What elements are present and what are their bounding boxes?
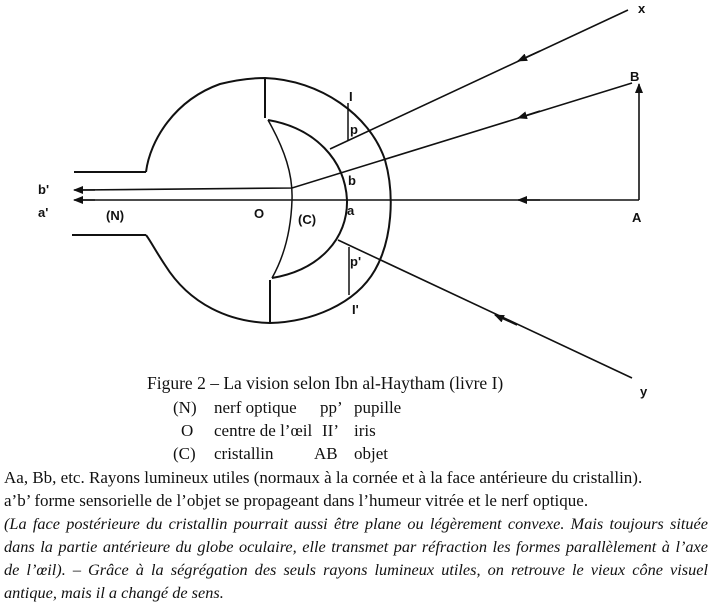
eye-diagram: x B b' a' (N) O (C) a b A I p p' I' y	[38, 1, 648, 399]
ray-y	[337, 239, 633, 379]
eye-globe	[145, 76, 392, 325]
lens-back	[267, 119, 293, 279]
legend-description: pupille	[354, 398, 402, 417]
ray-y-arrow	[494, 314, 518, 326]
caption-italic-line: dans la partie antérieure du globe ocula…	[4, 537, 708, 556]
legend-symbol: AB	[314, 444, 338, 463]
legend-symbol: II’	[322, 421, 339, 440]
caption-italic-line: (La face postérieure du cristallin pourr…	[4, 514, 708, 533]
label-p-prime: p'	[350, 254, 361, 269]
label-b: b	[348, 173, 356, 188]
label-C: (C)	[298, 212, 316, 227]
legend-symbol: (N)	[173, 398, 197, 417]
ray-x-arrow	[517, 50, 541, 62]
caption-italic-line: de l’œil). – Grâce à la ségrégation des …	[4, 560, 708, 579]
label-p: p	[350, 122, 358, 137]
legend-symbol: pp’	[320, 398, 343, 417]
legend-symbol: O	[181, 421, 194, 440]
label-I: I	[349, 89, 353, 104]
label-B: B	[630, 69, 639, 84]
label-a: a	[347, 203, 355, 218]
ray-x	[329, 9, 629, 150]
legend-symbol: (C)	[173, 444, 196, 463]
caption-line: Aa, Bb, etc. Rayons lumineux utiles (nor…	[4, 468, 643, 487]
figure-caption-title: Figure 2 – La vision selon Ibn al-Haytha…	[147, 373, 504, 393]
legend-description: objet	[354, 444, 388, 463]
label-N: (N)	[106, 208, 124, 223]
label-y: y	[640, 384, 648, 399]
label-A: A	[632, 210, 642, 225]
caption-italic-line: antique, mais il a changé de sens.	[4, 583, 224, 602]
caption-line: a’b’ forme sensorielle de l’objet se pro…	[4, 491, 589, 510]
legend-description: centre de l’œil	[214, 421, 313, 440]
label-I-prime: I'	[352, 302, 359, 317]
legend-description: iris	[354, 421, 376, 440]
label-x: x	[638, 1, 646, 16]
label-b-prime: b'	[38, 182, 49, 197]
label-O: O	[254, 206, 264, 221]
ray-B-arrow	[517, 110, 541, 120]
label-a-prime: a'	[38, 205, 48, 220]
legend-description: cristallin	[214, 444, 274, 463]
legend-description: nerf optique	[214, 398, 297, 417]
